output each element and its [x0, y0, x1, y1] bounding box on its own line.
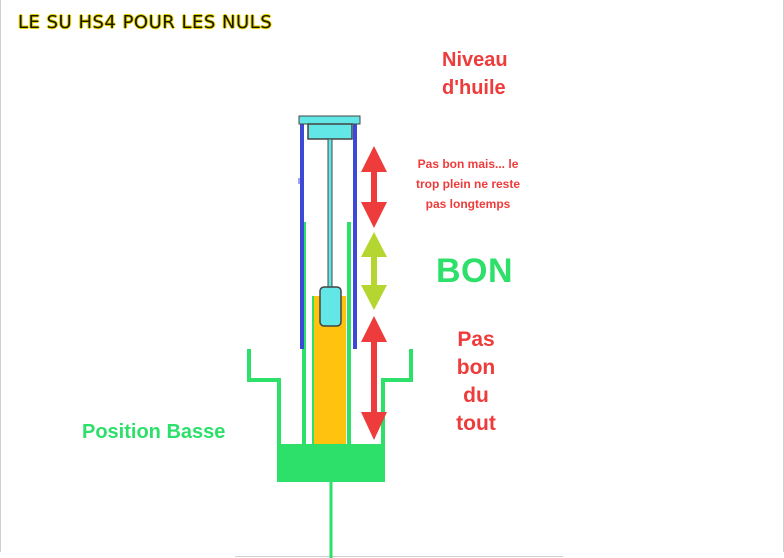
arrow-good	[361, 232, 387, 310]
damper-cap-body	[307, 123, 353, 140]
label-oil-level-line1: Niveau	[442, 49, 508, 71]
page-border-gap	[0, 552, 235, 558]
label-low-position: Position Basse	[82, 421, 226, 443]
label-bad-line4: tout	[456, 412, 496, 435]
float-chamber-base	[281, 444, 382, 479]
damper-rod	[327, 138, 333, 290]
label-overfill-line3: pas longtemps	[425, 197, 511, 211]
damper-cap-top	[298, 115, 361, 125]
label-oil-level: Niveau d'huile	[442, 46, 508, 102]
label-overfill-line2: trop plein ne reste	[416, 177, 521, 191]
label-bad: Pas bon du tout	[446, 326, 506, 438]
float-chamber-outline	[247, 349, 413, 482]
label-good: BON	[436, 252, 514, 290]
damper-piston	[319, 286, 342, 327]
label-overfill: Pas bon mais... le trop plein ne reste p…	[416, 154, 520, 214]
label-overfill-line1: Pas bon mais... le	[417, 157, 519, 171]
arrow-bad	[361, 316, 387, 440]
arrow-overfill	[361, 146, 387, 228]
page-border-gap-right	[563, 552, 784, 558]
label-bad-line1: Pas	[457, 328, 495, 351]
label-bad-line2: bon	[456, 356, 496, 379]
label-bad-line3: du	[463, 384, 489, 407]
page-title: LE SU HS4 POUR LES NULS	[18, 12, 273, 33]
label-oil-level-line2: d'huile	[442, 77, 506, 99]
